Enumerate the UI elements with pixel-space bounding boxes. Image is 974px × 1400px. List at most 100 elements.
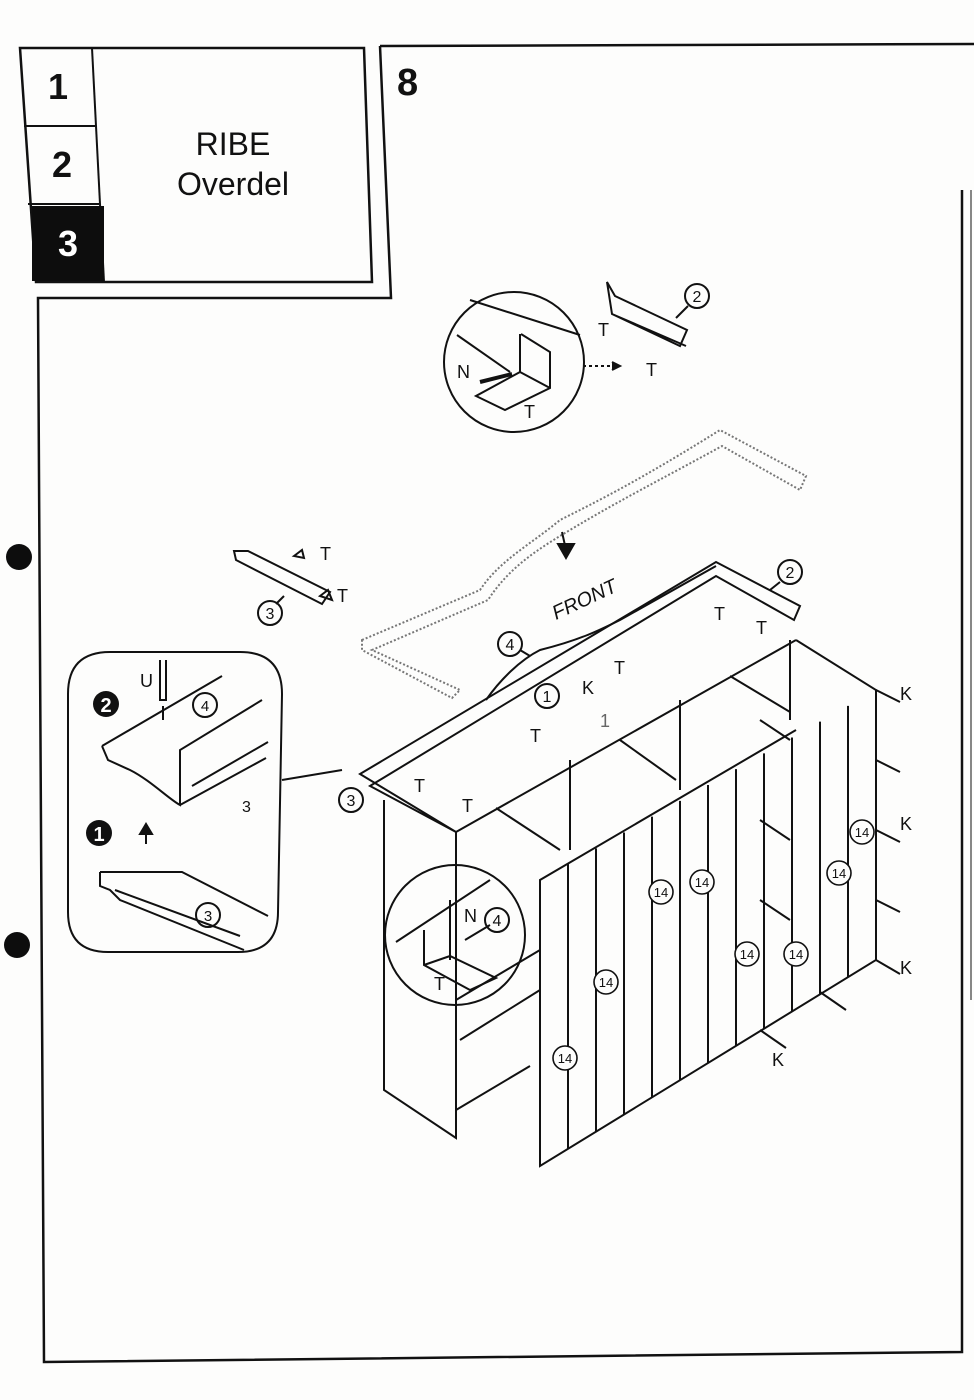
screw-n-detail <box>479 372 513 384</box>
callout-label: 3 <box>347 793 356 810</box>
callout-circle <box>338 787 364 813</box>
nail-k <box>875 959 901 975</box>
callout-circle <box>684 283 710 309</box>
callout-label: 4 <box>493 913 502 930</box>
panel-callout-circle <box>849 819 875 845</box>
down-arrow <box>556 531 576 561</box>
step-number: 8 <box>397 62 419 104</box>
crown-part-3 <box>232 550 332 606</box>
panel-callout-label: 14 <box>695 875 709 890</box>
screw-label: N <box>464 906 477 926</box>
nail-k <box>759 1029 787 1049</box>
callout-leader <box>519 649 531 657</box>
callout-leader <box>769 581 781 591</box>
dowel-label: U <box>140 671 153 691</box>
product-name: RIBE <box>195 126 271 162</box>
moulding-profile-4 <box>101 675 269 807</box>
dowel-u <box>159 660 167 720</box>
bracket-label: T <box>434 974 445 994</box>
nail-label: K <box>900 814 912 834</box>
nail-label: K <box>772 1050 784 1070</box>
title-block: RIBE Overdel <box>102 48 364 280</box>
step-frame <box>36 42 974 1364</box>
cabinet-top-edge <box>358 560 802 833</box>
callout-label: 2 <box>786 565 795 582</box>
section-tab-label: 2 <box>51 144 73 185</box>
nail-k <box>759 819 791 841</box>
callout-leader <box>464 924 491 941</box>
callout-circle <box>534 683 560 709</box>
ghost-part-label: 3 <box>242 799 251 816</box>
punch-hole <box>4 932 30 958</box>
panel-callout-circle <box>734 941 760 967</box>
inset-leader <box>281 769 343 781</box>
callout-leader <box>675 305 689 319</box>
callout-label: 3 <box>204 908 212 925</box>
screw-label: N <box>457 362 470 382</box>
panel-callout-circle <box>689 869 715 895</box>
nail-k <box>875 689 901 703</box>
nails <box>759 689 901 1049</box>
callout-circle <box>257 600 283 626</box>
callout-circle <box>192 692 218 718</box>
callout-circle <box>497 631 523 657</box>
section-tab-2[interactable]: 2 <box>28 128 96 202</box>
panel-callout-circle <box>826 860 852 886</box>
step-badge-label: 2 <box>100 695 111 717</box>
nail-k <box>875 829 901 843</box>
nail-k <box>759 719 791 741</box>
panel-callout-circle <box>648 879 674 905</box>
bracket-label: T <box>524 402 535 422</box>
nail-k <box>819 991 847 1011</box>
bracket-label: T <box>320 544 331 564</box>
section-tab-3-active[interactable]: 3 <box>32 206 104 281</box>
section-tab-label: 3 <box>57 222 79 264</box>
section-tab-label: 1 <box>47 66 69 107</box>
cabinet-left-side <box>383 800 457 1140</box>
callout-circle <box>484 907 510 933</box>
bracket-label: T <box>614 658 625 678</box>
detail-circle-screw <box>384 864 526 1006</box>
nail-label: K <box>900 684 912 704</box>
panel-callout-label: 14 <box>855 825 869 840</box>
bracket-label: T <box>714 604 725 624</box>
callout-label: 2 <box>693 289 702 306</box>
crown-part-2 <box>606 281 689 348</box>
bracket-corner-detail <box>395 879 499 992</box>
callout-label: 1 <box>543 689 552 706</box>
bracket-label: T <box>646 360 657 380</box>
callout-label: 3 <box>266 606 275 623</box>
cabinet-shelves <box>455 639 797 1111</box>
bracket-label: T <box>337 586 348 606</box>
panel-callout-label: 14 <box>832 866 846 881</box>
ghost-crown <box>361 428 808 700</box>
ghost-support-label: 1 <box>600 711 610 731</box>
step-badge <box>93 691 119 717</box>
callout-label: 4 <box>201 698 209 715</box>
bracket-label: T <box>598 320 609 340</box>
moulding-profile-3 <box>99 871 269 951</box>
panel-callout-label: 14 <box>599 975 613 990</box>
nail-k <box>759 899 791 921</box>
section-tab-1[interactable]: 1 <box>24 50 92 124</box>
front-orientation-label: FRONT <box>549 575 622 625</box>
bracket-corner-detail <box>456 299 581 412</box>
arrow-head <box>611 361 623 371</box>
bracket-t-glyph <box>291 548 334 602</box>
nail-label: K <box>582 678 594 698</box>
panel-callout-label: 14 <box>789 947 803 962</box>
nail-k <box>875 899 901 913</box>
bracket-label: T <box>756 618 767 638</box>
nail-label: K <box>900 958 912 978</box>
callout-circle <box>777 559 803 585</box>
step-badge-label: 1 <box>93 824 104 846</box>
panel-callout-circle <box>552 1045 578 1071</box>
bracket-label: T <box>530 726 541 746</box>
bracket-label: T <box>414 776 425 796</box>
nail-k <box>875 759 901 773</box>
punch-hole <box>6 544 32 570</box>
detail-inset-frame <box>67 651 284 953</box>
back-panel-boards <box>567 705 849 1149</box>
